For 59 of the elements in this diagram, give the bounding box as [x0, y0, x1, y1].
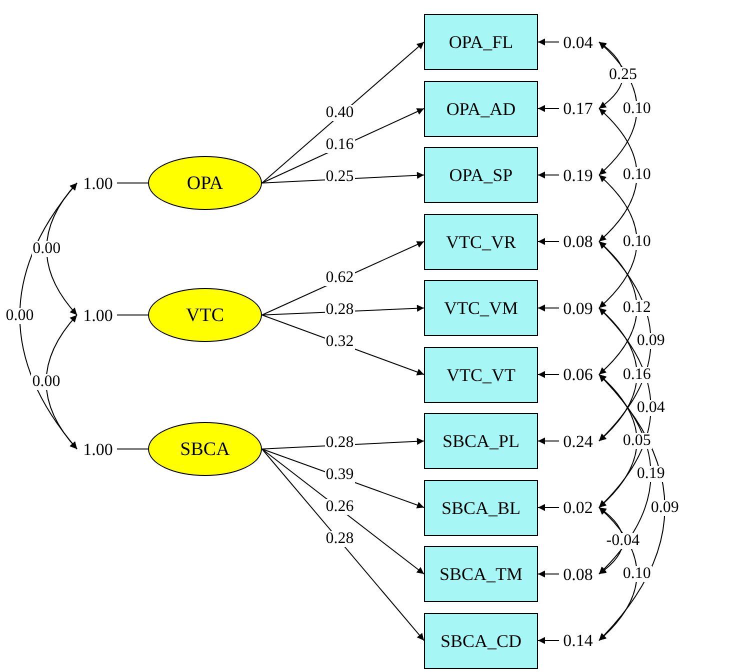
edge-label: 0.28 [324, 530, 355, 547]
covariance-arc [598, 241, 638, 375]
edge-label: 0.32 [324, 334, 355, 350]
arrow [262, 448, 424, 641]
covariance-arc [598, 374, 638, 508]
edge-label: 0.00 [32, 241, 62, 257]
edge-label: 0.05 [622, 433, 652, 449]
edge-label: 0.10 [622, 167, 652, 183]
edge-label: 0.16 [324, 137, 355, 154]
covariance-arc [46, 182, 78, 316]
edge-label: 0.04 [636, 400, 666, 416]
edge-label: -0.04 [605, 532, 641, 549]
arrow [538, 637, 560, 644]
connector-line [116, 314, 148, 316]
latent-variable-ellipse: SBCA [148, 422, 262, 476]
edge-label: 0.16 [622, 366, 652, 382]
covariance-arc [598, 308, 638, 442]
edge-label: 0.26 [324, 499, 355, 515]
edge-label: 0.19 [636, 466, 666, 482]
observed-variable-box: SBCA_BL [424, 480, 538, 536]
edge-label: 0.39 [324, 467, 355, 484]
observed-variable-box: SBCA_CD [424, 612, 538, 668]
arrow [538, 570, 560, 578]
edge-label: 0.10 [622, 100, 652, 116]
edge-label: 0.00 [31, 374, 62, 390]
arrow [538, 105, 560, 112]
arrow [538, 438, 560, 444]
edge-label: 0.09 [650, 500, 680, 516]
arrow [538, 504, 560, 511]
covariance-arc [46, 314, 78, 450]
covariance-arc [598, 174, 638, 308]
arrow [262, 42, 424, 184]
arrow [538, 38, 560, 46]
connector-line [116, 182, 148, 184]
observed-variable-box: OPA_SP [424, 147, 538, 203]
edge-label: 0.62 [324, 270, 355, 286]
edge-label: 0.00 [4, 308, 35, 324]
covariance-arc [598, 108, 638, 242]
edge-label: 0.10 [622, 234, 652, 250]
edge-label: 0.12 [622, 300, 652, 316]
observed-variable-box: VTC_VT [424, 346, 538, 402]
latent-variable-ellipse: OPA [148, 156, 262, 210]
arrow [538, 238, 560, 245]
arrow [262, 448, 424, 574]
edge-label: 0.09 [636, 333, 666, 350]
observed-variable-box: SBCA_PL [424, 413, 538, 469]
edge-label: 0.40 [324, 105, 355, 122]
observed-variable-box: SBCA_TM [424, 546, 538, 602]
observed-variable-box: OPA_AD [424, 80, 538, 136]
observed-variable-box: VTC_VR [424, 214, 538, 270]
observed-variable-box: OPA_FL [424, 14, 538, 70]
arrow [538, 172, 560, 178]
edge-label: 0.10 [622, 566, 652, 582]
edge-label: 0.25 [608, 67, 638, 84]
arrow [538, 304, 560, 312]
connector-line [116, 448, 148, 450]
latent-variable-ellipse: VTC [148, 288, 262, 342]
arrow [538, 371, 560, 378]
observed-variable-box: VTC_VM [424, 280, 538, 336]
